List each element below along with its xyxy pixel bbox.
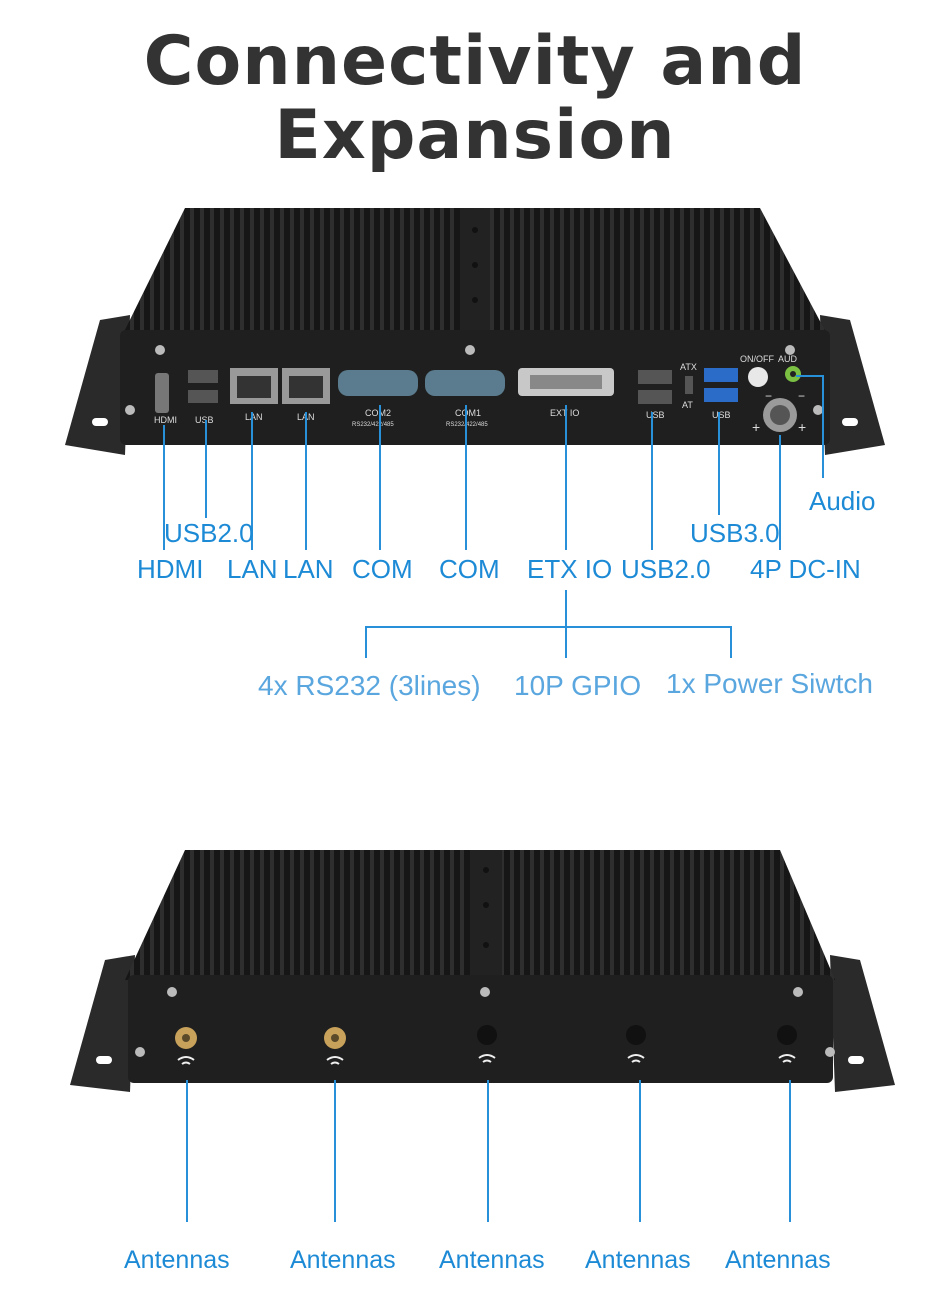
- line-antenna-2: [334, 1080, 336, 1222]
- label-hdmi: HDMI: [137, 554, 204, 584]
- line-antenna-1: [186, 1080, 188, 1222]
- com1-port-label: COM1: [455, 408, 481, 418]
- rear-device-image: [70, 850, 895, 1092]
- label-usb30: USB3.0: [690, 518, 780, 548]
- label-antenna-3: Antennas: [439, 1246, 545, 1274]
- line-hdmi: [163, 425, 165, 550]
- line-etx-branch: [365, 626, 732, 628]
- line-usb20-left: [205, 420, 207, 518]
- etx-feature-rs232: 4x RS232 (3lines): [258, 670, 481, 701]
- com2-port-sublabel: RS232/422/485: [352, 422, 394, 428]
- antenna-port-4: [626, 1025, 646, 1045]
- label-lan-2: LAN: [283, 554, 334, 584]
- ext-io-port-label: EXT IO: [550, 408, 579, 418]
- onoff-label: ON/OFF: [740, 354, 774, 364]
- label-audio: Audio: [809, 486, 876, 516]
- label-com-2: COM: [352, 554, 413, 584]
- rear-left-bracket: [70, 955, 135, 1092]
- at-label: AT: [682, 400, 693, 410]
- line-usb20-right: [651, 412, 653, 550]
- com1-port: [425, 370, 505, 396]
- line-etx-left: [365, 626, 367, 658]
- label-etx-io: ETX IO: [527, 554, 613, 584]
- line-etx-down: [565, 590, 567, 626]
- rear-right-bracket: [830, 955, 895, 1092]
- etx-feature-gpio: 10P GPIO: [514, 670, 642, 701]
- label-usb20: USB2.0: [621, 554, 711, 584]
- antenna-port-3: [477, 1025, 497, 1045]
- line-audio: [822, 376, 824, 478]
- etx-feature-power-switch: 1x Power Siwtch: [666, 668, 873, 699]
- dc-plus-left: +: [752, 419, 760, 435]
- antenna-port-5: [777, 1025, 797, 1045]
- line-antenna-4: [639, 1080, 641, 1222]
- dc-minus-right: −: [798, 389, 805, 403]
- label-lan-1: LAN: [227, 554, 278, 584]
- right-bracket: [820, 315, 885, 455]
- line-com-1: [465, 405, 467, 550]
- line-usb30: [718, 412, 720, 515]
- label-com-1: COM: [439, 554, 500, 584]
- com1-port-sublabel: RS232/422/485: [446, 422, 488, 428]
- aud-label: AUD: [778, 354, 798, 364]
- line-audio-horizontal: [796, 375, 824, 377]
- lan-port-label-1: LAN: [245, 412, 263, 422]
- label-usb20-top: USB2.0: [164, 518, 254, 548]
- line-lan-1: [251, 412, 253, 550]
- page-title-line-1: Connectivity and: [143, 22, 807, 101]
- label-antenna-4: Antennas: [585, 1246, 691, 1274]
- line-dc-in: [779, 435, 781, 550]
- label-antenna-1: Antennas: [124, 1246, 230, 1274]
- com2-port-label: COM2: [365, 408, 391, 418]
- line-etx-io: [565, 405, 567, 550]
- label-dc-in: 4P DC-IN: [750, 554, 861, 584]
- com2-port: [338, 370, 418, 396]
- line-antenna-5: [789, 1080, 791, 1222]
- left-bracket: [65, 315, 130, 455]
- label-antenna-5: Antennas: [725, 1246, 831, 1274]
- hdmi-port-label: HDMI: [154, 415, 177, 425]
- atx-label: ATX: [680, 362, 697, 372]
- line-etx-right: [730, 626, 732, 658]
- line-antenna-3: [487, 1080, 489, 1222]
- line-lan-2: [305, 412, 307, 550]
- dc-plus-right: +: [798, 419, 806, 435]
- usb-port-label-1: USB: [195, 415, 214, 425]
- label-antenna-2: Antennas: [290, 1246, 396, 1274]
- page-title-line-2: Expansion: [274, 96, 676, 175]
- power-button: [748, 367, 768, 387]
- front-device-image: HDMI USB LAN LAN COM2 RS232/422/485 COM1…: [65, 208, 885, 455]
- usb3-port-label: USB: [712, 410, 731, 420]
- hdmi-port: [155, 373, 169, 413]
- line-com-2: [379, 405, 381, 550]
- dc-minus-left: −: [765, 389, 772, 403]
- line-etx-mid: [565, 626, 567, 658]
- usb-port-label-2: USB: [646, 410, 665, 420]
